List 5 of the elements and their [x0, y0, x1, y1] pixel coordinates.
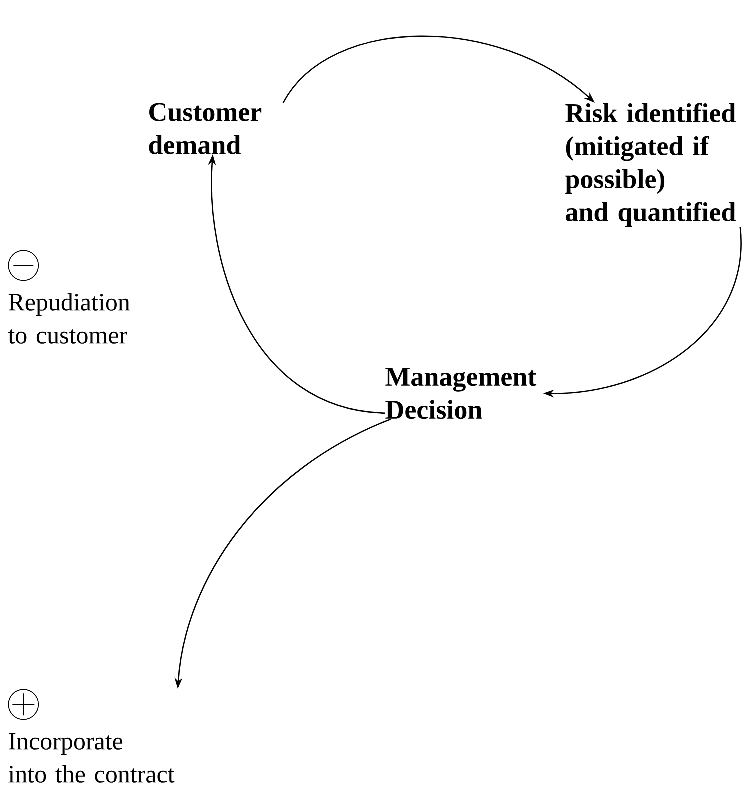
node-label: Risk identified (mitigated if possible) and quantified	[566, 103, 736, 227]
node-label: Management Decision	[386, 368, 537, 420]
node-label: Customer demand	[149, 103, 262, 154]
node-label: Incorporate into the contract	[8, 689, 175, 783]
node-label: Repudiation to customer	[8, 250, 130, 344]
